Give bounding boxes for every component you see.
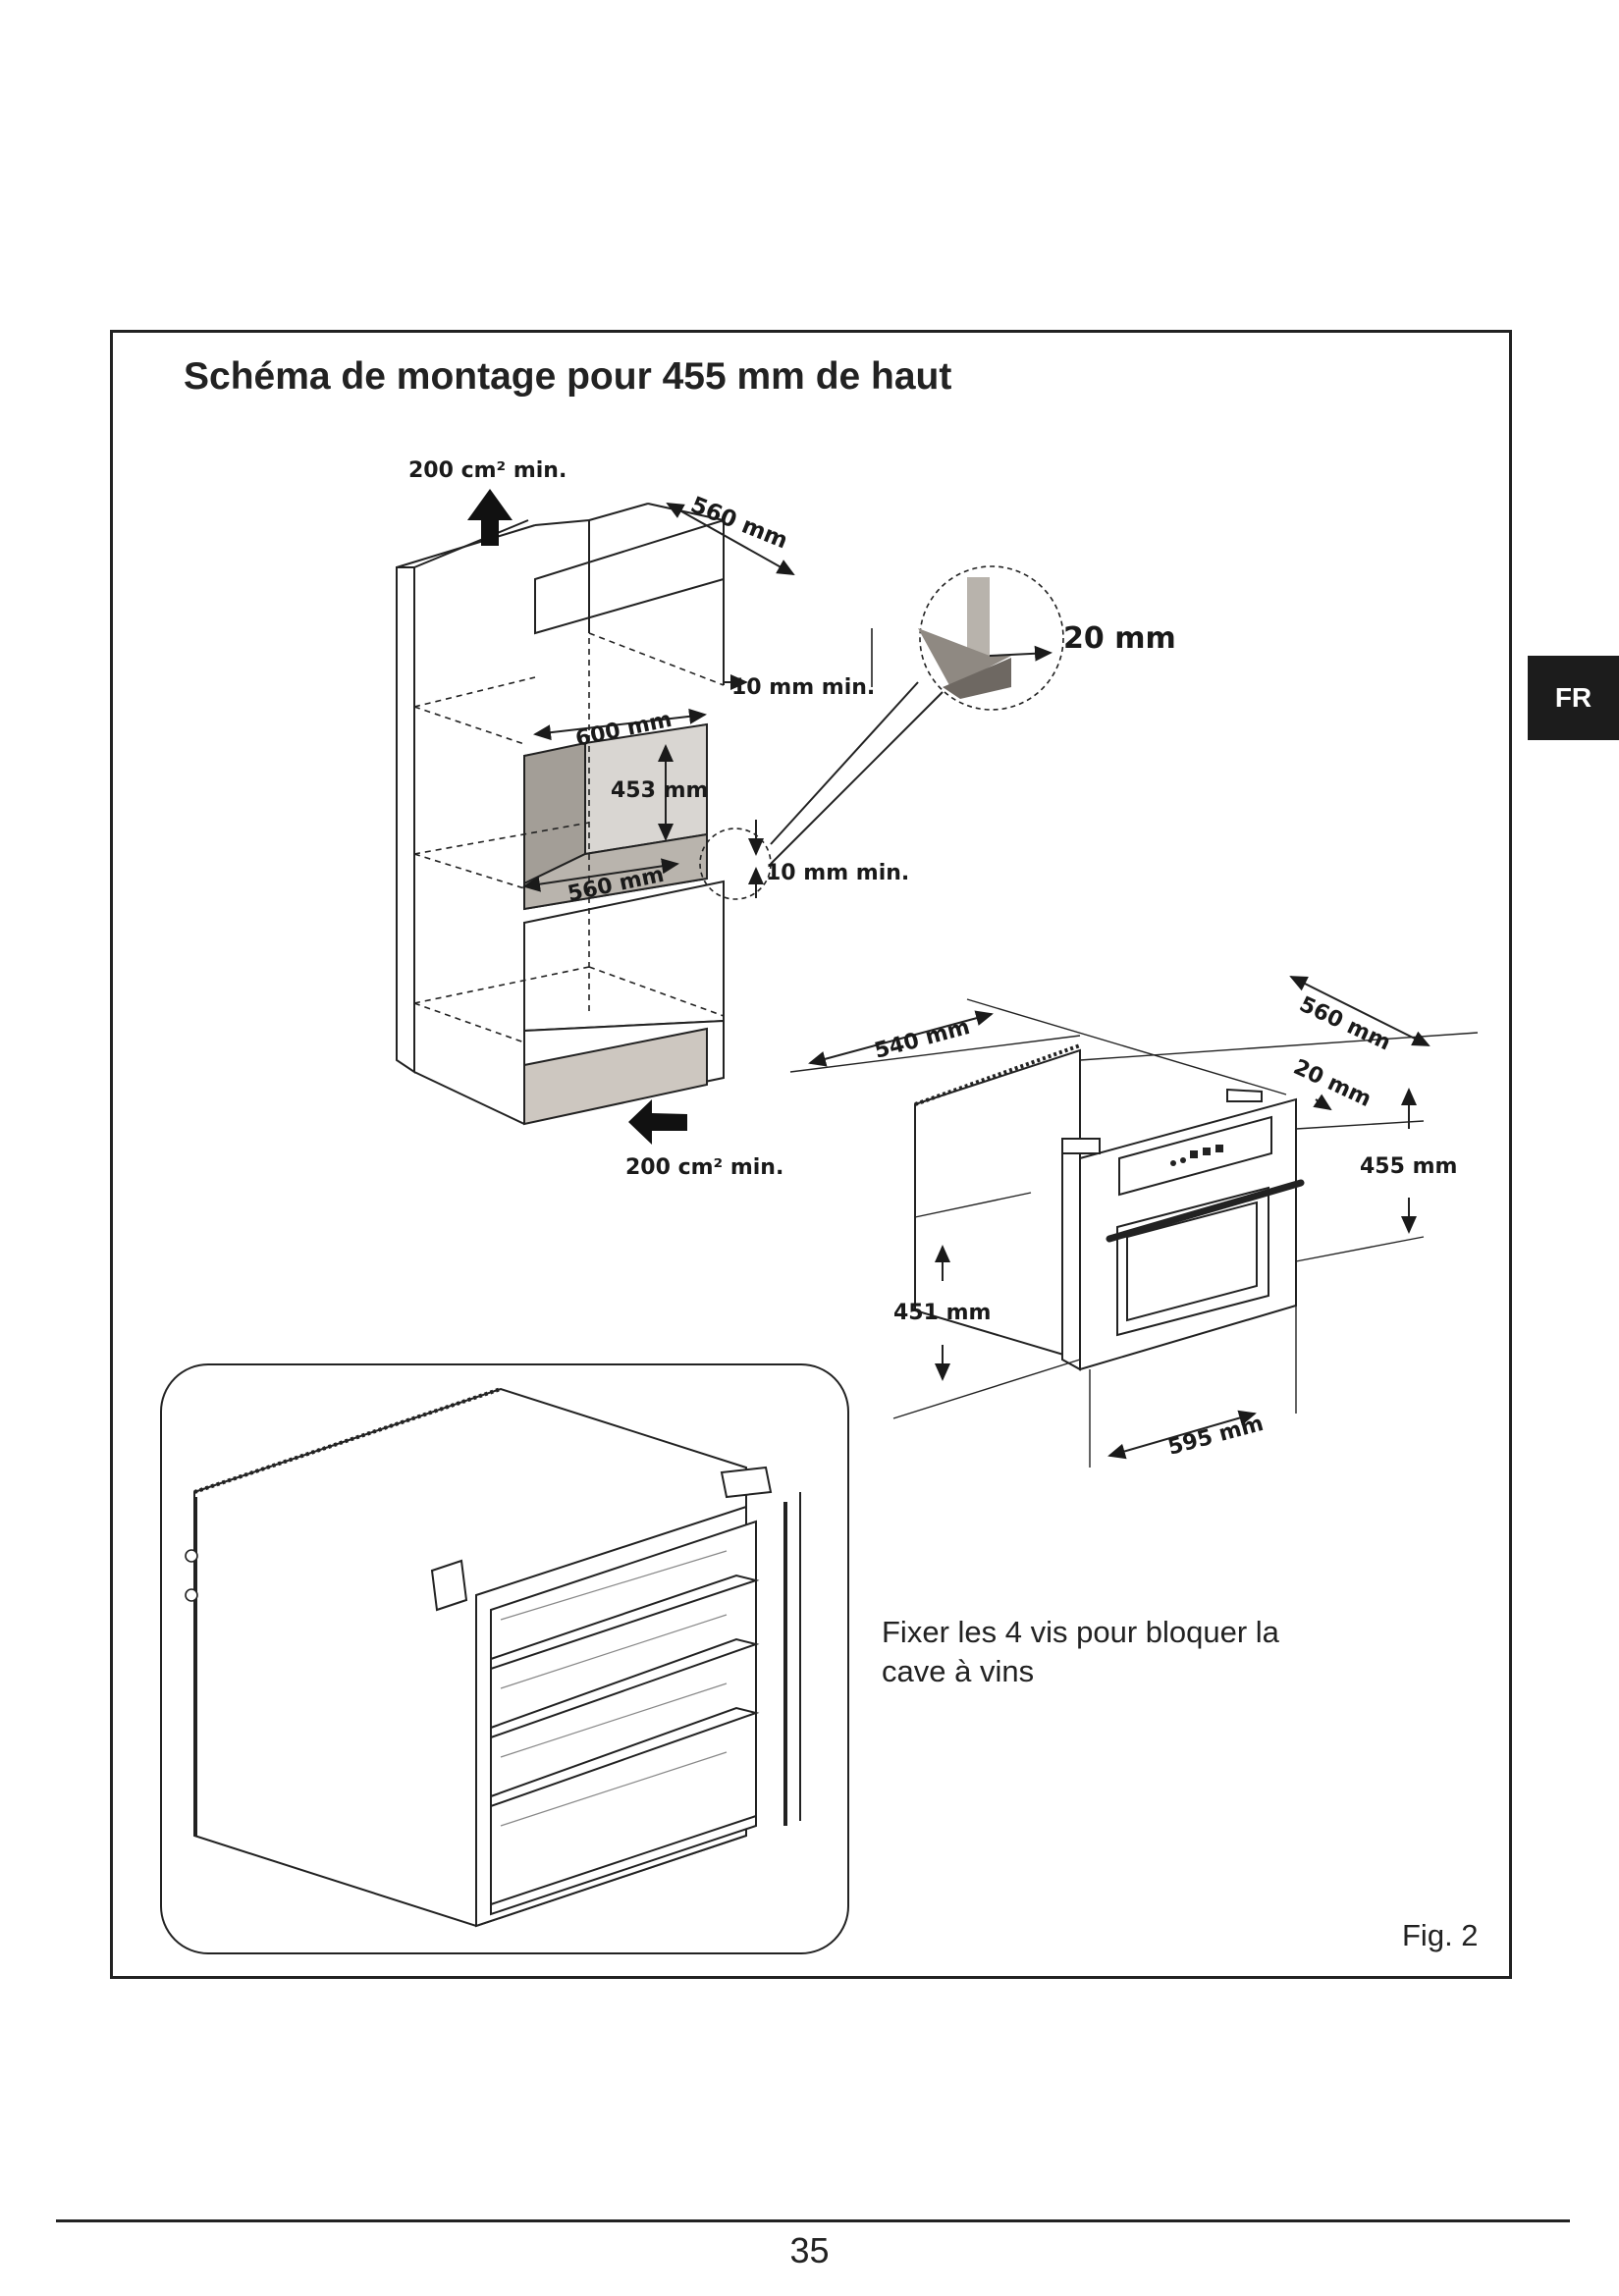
detail-inset [871, 577, 1052, 699]
appliance-depth-label: 540 mm [872, 1015, 973, 1064]
figure-frame [110, 330, 1512, 1979]
cabinet-drawing [396, 503, 1064, 1126]
page-title: Schéma de montage pour 455 mm de haut [184, 355, 952, 398]
height-opening-label: 453 mm [611, 778, 708, 803]
detail-offset-label: 20 mm [1063, 621, 1176, 656]
page-number: 35 [789, 2230, 830, 2270]
front-offset-label: 20 mm [1289, 1055, 1375, 1112]
vent-bottom-label: 200 cm² min. [625, 1155, 783, 1180]
width-label: 595 mm [1165, 1412, 1267, 1461]
gap-top-label: 10 mm min. [731, 675, 875, 700]
language-tab: FR [1528, 656, 1619, 740]
body-height-label: 451 mm [893, 1301, 991, 1325]
appliance-drawing [789, 976, 1479, 1468]
mounting-inset [160, 1363, 849, 1954]
front-height-label: 455 mm [1360, 1154, 1457, 1179]
vent-top-label: 200 cm² min. [408, 458, 567, 483]
figure-label: Fig. 2 [1402, 1918, 1479, 1952]
gap-bottom-label: 10 mm min. [766, 861, 909, 885]
cabinet-depth-label: 560 mm [1295, 992, 1394, 1056]
vent-arrow-bottom [628, 1099, 687, 1145]
footer-divider [56, 2219, 1570, 2222]
vent-arrow-top [467, 489, 513, 546]
mounting-instruction: Fixer les 4 vis pour bloquer la cave à v… [882, 1615, 1279, 1688]
